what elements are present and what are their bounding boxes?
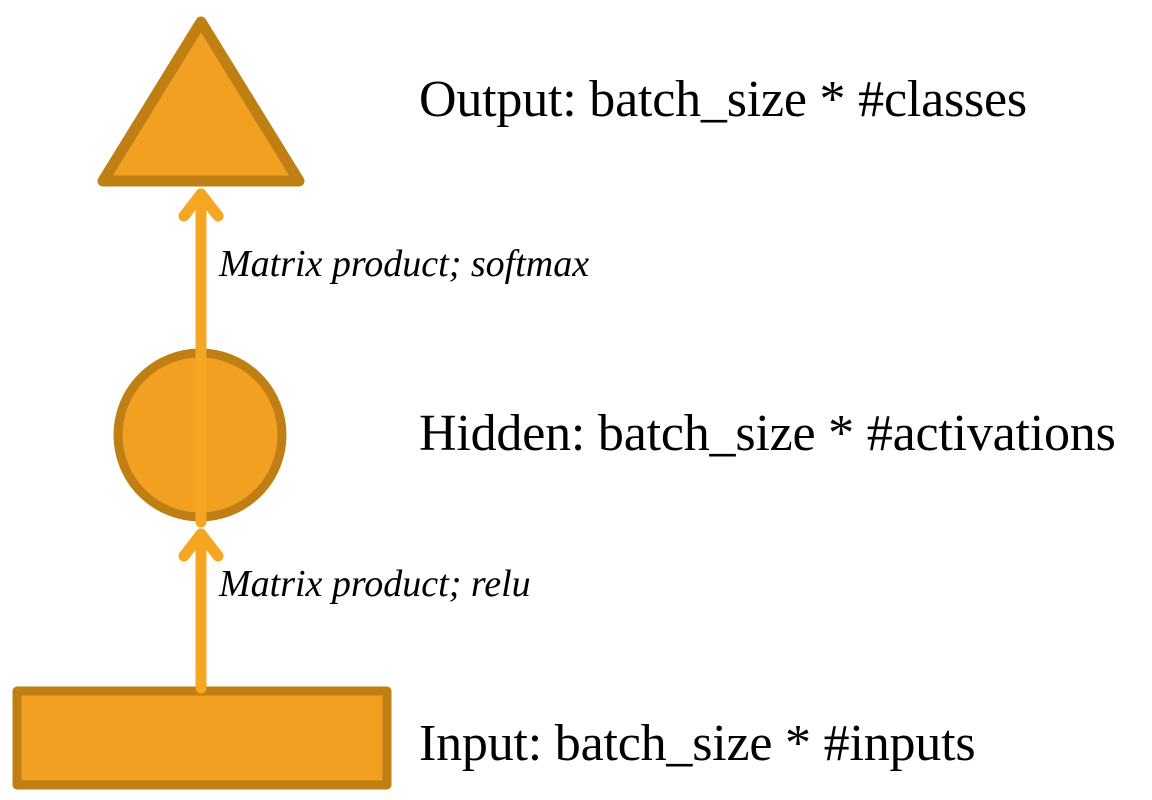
arrow-up-icon (178, 528, 224, 694)
input-layer-label: Input: batch_size * #inputs (419, 715, 976, 772)
edge-label-input-to-hidden: Matrix product; relu (219, 563, 531, 605)
rectangle-shape[interactable] (12, 686, 392, 790)
output-layer-label: Output: batch_size * #classes (419, 71, 1027, 128)
triangle-shape[interactable] (97, 16, 305, 187)
arrow-up-icon (178, 188, 224, 528)
hidden-layer-label: Hidden: batch_size * #activations (419, 405, 1116, 462)
edge-label-hidden-to-output: Matrix product; softmax (219, 243, 590, 285)
